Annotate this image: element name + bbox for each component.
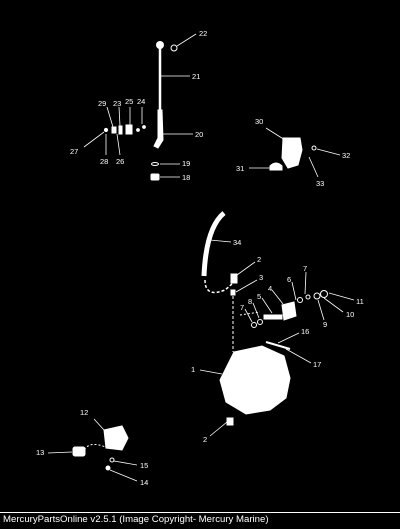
callout-21: 21 bbox=[192, 72, 200, 81]
callout-10: 10 bbox=[346, 310, 354, 319]
callout-31: 31 bbox=[236, 164, 244, 173]
copyright-caption: MercuryPartsOnline v2.5.1 (Image Copyrig… bbox=[3, 514, 269, 525]
callout-25: 25 bbox=[125, 97, 133, 106]
cover-part-12 bbox=[103, 425, 129, 451]
bracket-part-30 bbox=[281, 137, 303, 169]
callout-27: 27 bbox=[70, 147, 78, 156]
callout-14: 14 bbox=[140, 478, 148, 487]
callout-8: 8 bbox=[248, 297, 252, 306]
shift-lever bbox=[153, 41, 164, 149]
callout-7-lower: 7 bbox=[240, 303, 244, 312]
linkage-assembly bbox=[239, 290, 328, 328]
callout-9: 9 bbox=[323, 320, 327, 329]
callout-22: 22 bbox=[199, 29, 207, 38]
callout-17: 17 bbox=[313, 360, 321, 369]
callout-30: 30 bbox=[255, 117, 263, 126]
callout-11: 11 bbox=[356, 297, 364, 306]
callout-2-lower: 2 bbox=[203, 435, 207, 444]
clip-part-2-lower bbox=[226, 417, 234, 426]
callout-4: 4 bbox=[268, 284, 272, 293]
callout-33: 33 bbox=[316, 179, 324, 188]
callout-16: 16 bbox=[301, 327, 309, 336]
callout-19: 19 bbox=[182, 159, 190, 168]
knob-part-18 bbox=[150, 173, 160, 181]
bolt-part-16 bbox=[265, 341, 291, 350]
callout-13: 13 bbox=[36, 448, 44, 457]
callout-12: 12 bbox=[80, 408, 88, 417]
cap-part-13 bbox=[72, 446, 86, 457]
callout-3: 3 bbox=[259, 273, 263, 282]
callout-32: 32 bbox=[342, 151, 350, 160]
housing-part-1 bbox=[219, 345, 291, 415]
callout-5: 5 bbox=[257, 292, 261, 301]
callout-6: 6 bbox=[287, 275, 291, 284]
callout-29: 29 bbox=[98, 99, 106, 108]
caption-divider bbox=[0, 512, 400, 513]
callout-20: 20 bbox=[195, 130, 203, 139]
callout-34: 34 bbox=[233, 238, 241, 247]
callout-24: 24 bbox=[137, 97, 145, 106]
washer-part-19 bbox=[151, 162, 159, 166]
cable-part-34 bbox=[201, 211, 226, 277]
callout-26: 26 bbox=[116, 157, 124, 166]
callout-2-upper: 2 bbox=[257, 255, 261, 264]
cap-part-31 bbox=[269, 162, 283, 171]
small-parts-cluster bbox=[103, 124, 146, 135]
callout-1: 1 bbox=[191, 365, 195, 374]
callout-18: 18 bbox=[182, 173, 190, 182]
callout-28: 28 bbox=[100, 157, 108, 166]
connector-part-2 bbox=[230, 273, 238, 284]
callout-7-upper: 7 bbox=[303, 264, 307, 273]
callout-15: 15 bbox=[140, 461, 148, 470]
callout-23: 23 bbox=[113, 99, 121, 108]
ring-part-22 bbox=[170, 44, 178, 52]
